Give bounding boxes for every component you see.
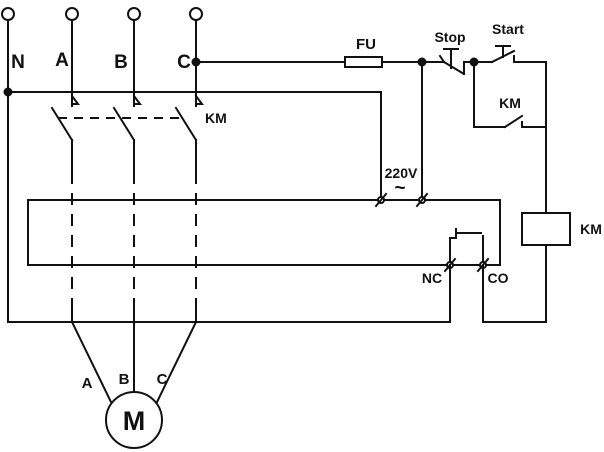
motor-lead-c-label: C — [157, 371, 168, 388]
fuse: FU — [344, 36, 383, 68]
terminal-b-label: B — [114, 52, 128, 73]
motor-lead-c — [155, 320, 198, 404]
stop-button-blade — [442, 60, 466, 76]
relay-supply-terminal-1-mark — [374, 192, 388, 208]
neutral-line — [7, 19, 451, 323]
terminal-a — [65, 7, 79, 21]
motor-lead-b-label: B — [119, 371, 130, 388]
main-contactor: KM — [50, 19, 227, 323]
relay-box-outline — [27, 199, 501, 266]
stop-button-label: Stop — [434, 29, 465, 45]
holding-contact-blade — [503, 114, 524, 129]
start-button-actuator — [495, 45, 511, 58]
holding-contact-label: KM — [499, 95, 521, 111]
main-contactor-label: KM — [205, 110, 227, 126]
terminal-a-label: A — [55, 50, 69, 71]
motor-body — [105, 391, 163, 449]
relay-nc-label: NC — [422, 270, 442, 286]
contactor-coil: KM — [482, 61, 602, 323]
neutral-to-relay-supply — [7, 91, 382, 201]
terminal-c-label: C — [177, 52, 191, 73]
motor-label: M — [123, 406, 146, 436]
phase-a-contact — [50, 19, 80, 323]
relay-supply-terminals: 220V ~ — [374, 165, 429, 208]
start-button-out-line — [513, 55, 547, 63]
stop-button-fixed-contact — [438, 54, 446, 64]
relay-ac-symbol: ~ — [394, 178, 405, 199]
relay-supply-voltage-label: 220V — [385, 165, 418, 181]
supply-terminals: N A B C — [1, 7, 203, 73]
terminal-n-label: N — [11, 52, 25, 73]
coil-label: KM — [580, 221, 602, 237]
fuse-label: FU — [356, 36, 376, 53]
fuse-body — [344, 56, 383, 68]
motor: M A B C — [70, 320, 198, 449]
motor-lead-a — [70, 320, 113, 404]
coil-lower-line — [482, 244, 547, 323]
phase-b-contact-hook — [132, 94, 142, 105]
start-button: Start — [473, 21, 547, 64]
control-circuit: FU Stop Start KM — [191, 21, 602, 323]
holding-contact: KM — [473, 61, 547, 129]
phase-c-contact-hook — [194, 94, 204, 105]
relay-co-label: CO — [488, 270, 509, 286]
phase-b-contact-blade — [112, 106, 136, 142]
start-button-label: Start — [492, 21, 524, 37]
stop-button: Stop — [434, 29, 475, 76]
relay-contact-nc-leg — [449, 237, 457, 266]
relay-output-contact — [449, 228, 484, 266]
holding-contact-out-line — [521, 121, 547, 128]
phase-c-contact-blade — [174, 106, 198, 142]
phase-a-contact-hook — [70, 94, 80, 105]
motor-lead-a-label: A — [82, 375, 93, 392]
coil-body — [521, 212, 571, 246]
terminal-b — [127, 7, 141, 21]
terminal-n — [1, 7, 15, 21]
phase-a-contact-blade — [50, 106, 74, 142]
protection-relay: 220V ~ NC CO — [27, 165, 509, 323]
holding-contact-in-line — [473, 61, 506, 128]
phase-b-contact — [112, 19, 142, 323]
neutral-wiring — [3, 19, 451, 323]
terminal-c — [189, 7, 203, 21]
neutral-junction — [3, 87, 13, 97]
relay-supply-terminal-2-mark — [415, 192, 429, 208]
stop-button-actuator — [443, 48, 459, 69]
